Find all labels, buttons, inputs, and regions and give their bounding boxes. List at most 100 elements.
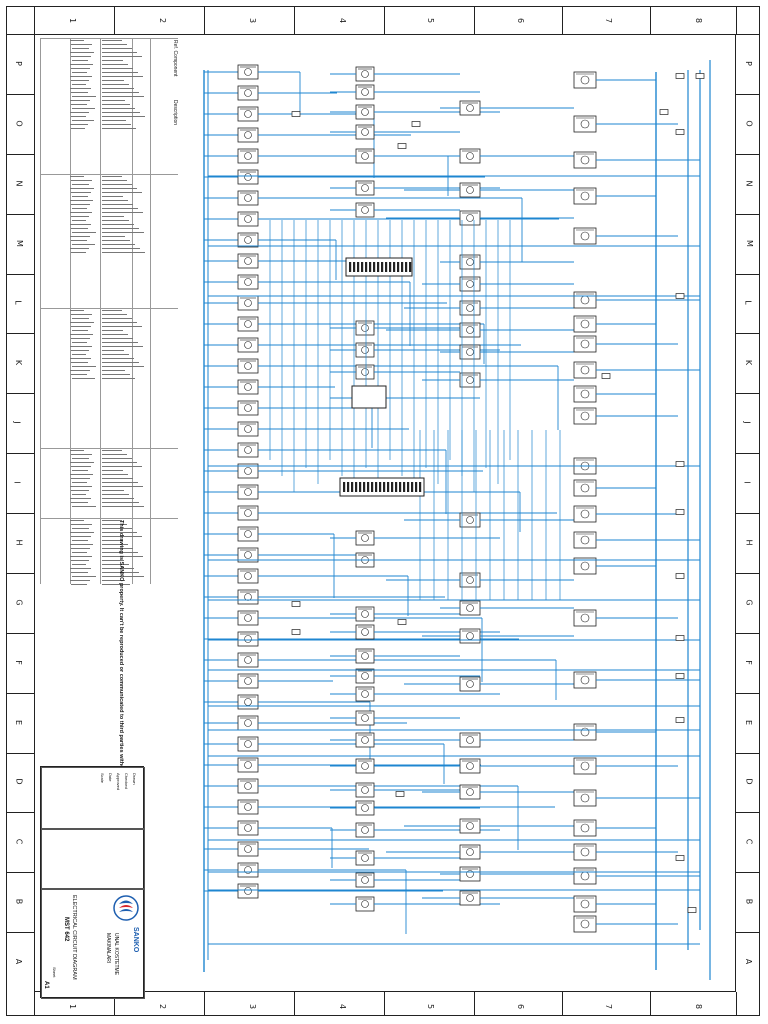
component-glyph	[361, 88, 369, 96]
component-glyph	[466, 576, 474, 584]
legend-row-text	[71, 466, 91, 468]
connector-pin	[399, 482, 402, 492]
legend-row-text	[72, 342, 87, 344]
component-symbol	[573, 315, 597, 333]
legend-row-text	[102, 322, 137, 324]
component-glyph	[244, 551, 252, 559]
legend-row-text	[102, 252, 145, 254]
legend-row-text	[71, 374, 87, 376]
border-tick	[6, 93, 34, 95]
fuse	[675, 573, 685, 579]
legend-row-text	[72, 184, 89, 186]
legend-column-divider	[150, 38, 151, 584]
legend-row-text	[102, 490, 124, 492]
legend-row-text	[102, 454, 127, 456]
legend-row-text	[102, 532, 137, 534]
legend-row-text	[102, 498, 134, 500]
component-glyph	[466, 186, 474, 194]
border-tick	[204, 6, 205, 34]
legend-row-text	[102, 60, 123, 62]
border-tick	[294, 6, 295, 34]
legend-row-text	[102, 474, 128, 476]
legend-row-text	[72, 458, 89, 460]
legend-column-divider	[40, 38, 41, 584]
revision-table	[41, 767, 145, 829]
legend-group	[40, 174, 178, 254]
legend-row-text	[102, 362, 139, 364]
border-tick	[6, 872, 34, 874]
legend-row-text	[102, 228, 139, 230]
component-glyph	[244, 740, 252, 748]
legend-row-text	[71, 92, 88, 94]
legend-group	[40, 518, 178, 586]
border-tick	[736, 752, 760, 754]
legend-row-text	[70, 176, 84, 178]
component-glyph	[244, 677, 252, 685]
legend-row-text	[71, 548, 90, 550]
border-tick	[736, 393, 760, 395]
component-symbol	[573, 407, 597, 425]
component-symbol	[573, 115, 597, 133]
component-glyph	[361, 206, 369, 214]
component-glyph	[361, 368, 369, 376]
legend-row-text	[70, 370, 90, 372]
component-glyph	[466, 894, 474, 902]
legend-row-text	[71, 68, 90, 70]
component-glyph	[580, 675, 590, 685]
legend-row-text	[71, 524, 92, 526]
company-name: SANKO	[132, 927, 139, 953]
legend-row-text	[72, 96, 96, 98]
legend-row-text	[70, 358, 91, 360]
legend-row-text	[70, 486, 92, 488]
fuse	[675, 717, 685, 723]
legend-row-text	[102, 564, 129, 566]
component-glyph	[466, 280, 474, 288]
legend-row-text	[102, 68, 133, 70]
border-tick	[6, 333, 34, 335]
border-tick	[6, 572, 34, 574]
component-glyph	[361, 672, 369, 680]
legend-row-text	[102, 560, 124, 562]
component-glyph	[580, 191, 590, 201]
component-glyph	[244, 803, 252, 811]
border-tick	[736, 692, 760, 694]
legend-row-text	[72, 378, 95, 380]
component-glyph	[361, 854, 369, 862]
legend-row-text	[102, 330, 123, 332]
legend-row-text	[102, 200, 128, 202]
legend-group	[40, 308, 178, 380]
legend-row-text	[102, 450, 122, 452]
legend-row-text	[102, 544, 128, 546]
legend-row-text	[102, 220, 129, 222]
legend-row-text	[70, 580, 90, 582]
legend-row-text	[72, 108, 95, 110]
connector-pin	[409, 262, 412, 272]
legend-row-text	[71, 536, 91, 538]
legend-row-text	[71, 128, 85, 130]
component-glyph	[580, 509, 590, 519]
connector-pin	[365, 262, 368, 272]
component-glyph	[361, 128, 369, 136]
component-glyph	[580, 155, 590, 165]
border-tick	[736, 632, 760, 634]
component-glyph	[244, 425, 252, 433]
legend-row-text	[71, 56, 91, 58]
legend-row-text	[102, 584, 130, 586]
legend-row-text	[70, 224, 91, 226]
connector-pin	[369, 262, 372, 272]
connector-pin	[343, 482, 346, 492]
component-glyph	[466, 680, 474, 688]
legend-row-text	[71, 180, 92, 182]
legend-row-text	[71, 252, 86, 254]
legend-row-text	[102, 104, 130, 106]
sheet-label: Sheet	[52, 967, 57, 978]
legend-row-text	[102, 366, 144, 368]
border-tick	[736, 153, 760, 155]
sheet-size: A1	[43, 981, 49, 989]
fuse	[687, 907, 697, 913]
component-glyph	[361, 804, 369, 812]
legend-row-text	[102, 576, 144, 578]
border-tick	[114, 6, 115, 34]
legend-row-text	[72, 552, 87, 554]
component-glyph	[244, 719, 252, 727]
